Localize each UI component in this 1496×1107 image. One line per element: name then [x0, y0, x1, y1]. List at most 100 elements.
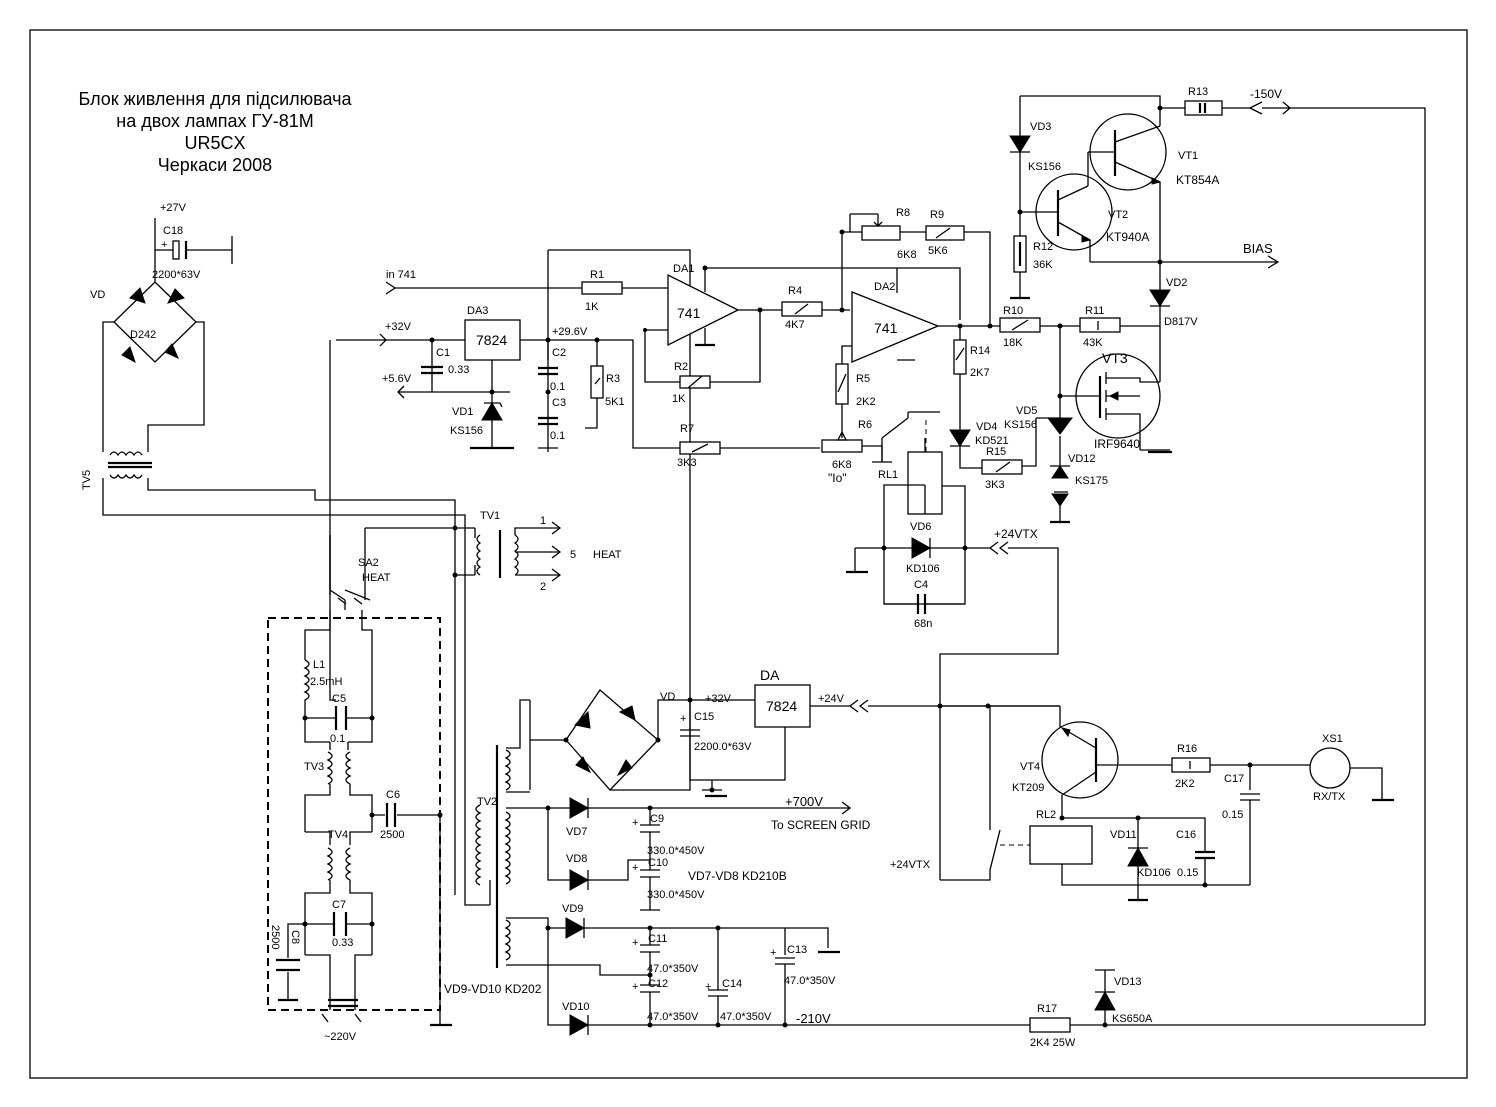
label-vd-top: VD [90, 289, 105, 301]
label-r16: R16 [1177, 743, 1197, 755]
label-reg7824-bottom: 7824 [766, 698, 797, 714]
label-r17-value: 2K4 25W [1030, 1037, 1076, 1049]
da3-regulator-section [329, 249, 820, 701]
label-r13: R13 [1188, 86, 1208, 98]
label-r8: R8 [896, 207, 910, 219]
label-r8-value: 6K8 [897, 249, 917, 261]
label-c3-value: 0.1 [550, 430, 565, 442]
label-r1-value: 1K [585, 301, 599, 313]
label-r4: R4 [788, 285, 802, 297]
label-vd8: VD8 [566, 853, 587, 865]
label-vd1: VD1 [452, 406, 473, 418]
label-c13-value: 47.0*350V [784, 975, 836, 987]
label-c4-value: 68n [914, 618, 932, 630]
label-r2: R2 [674, 361, 688, 373]
label-vd2: VD2 [1166, 277, 1187, 289]
label-vd6-value: KD106 [906, 563, 940, 575]
label-c6-value: 2500 [380, 829, 404, 841]
label-r10-value: 18K [1003, 337, 1023, 349]
minus210-section [1029, 969, 1425, 1033]
label-c11-plus: + [632, 937, 638, 949]
label-l1: L1 [313, 659, 325, 671]
label-c9: C9 [650, 813, 664, 825]
label-da3: DA3 [467, 305, 488, 317]
label-c14: C14 [722, 978, 742, 990]
label-mains: ~220V [324, 1031, 357, 1043]
label-c15: C15 [694, 711, 714, 723]
label-r16-value: 2K2 [1175, 778, 1195, 790]
label-c15-value: 2200.0*63V [694, 741, 752, 753]
label-r15-value: 3K3 [985, 479, 1005, 491]
label-screen-grid: To SCREEN GRID [771, 818, 871, 832]
label-heat-out: HEAT [593, 549, 622, 561]
label-r5: R5 [856, 373, 870, 385]
label-c2: C2 [552, 347, 566, 359]
label-l1-value: 2.5mH [310, 676, 342, 688]
label-bias: BIAS [1243, 241, 1273, 256]
label-out5: 5 [570, 549, 576, 561]
label-r5-value: 2K2 [856, 396, 876, 408]
label-c18-plus: + [161, 239, 167, 251]
label-tv4: TV4 [328, 829, 348, 841]
label-vt3: VT3 [1102, 350, 1128, 366]
label-c5: C5 [332, 693, 346, 705]
label-vd1-value: KS156 [450, 425, 483, 437]
label-c4: C4 [914, 579, 928, 591]
label-vt1-value: KT854A [1176, 173, 1219, 187]
label-vd11-value: KD106 [1137, 867, 1171, 879]
label-r7-value: 3K3 [677, 457, 697, 469]
label-c10-plus: + [632, 862, 638, 874]
label-vd4-value: KD521 [975, 435, 1009, 447]
label-vd4: VD4 [976, 421, 997, 433]
vt4-rl2-section [940, 705, 1394, 901]
label-c16: C16 [1176, 829, 1196, 841]
label-vt2-value: KT940A [1106, 230, 1149, 244]
label-da-bottom: DA [760, 667, 780, 683]
label-plus700v: +700V [785, 794, 823, 809]
label-c14-value: 47.0*350V [720, 1011, 772, 1023]
label-c12-plus: + [632, 981, 638, 993]
label-opamp-1: 741 [677, 305, 701, 321]
label-c17-value: 0.15 [1222, 809, 1243, 821]
label-tv3: TV3 [304, 761, 324, 773]
label-c5-value: 0.1 [330, 733, 345, 745]
label-plus27v: +27V [160, 202, 187, 214]
label-vt4: VT4 [1020, 761, 1040, 773]
label-tv1: TV1 [480, 510, 500, 522]
label-d242: D242 [130, 329, 156, 341]
label-c12-value: 47.0*350V [647, 1011, 699, 1023]
ground-symbols [278, 296, 1394, 1027]
label-opamp-2: 741 [874, 320, 898, 336]
label-r11: R11 [1085, 305, 1104, 317]
rl1-relay-section [846, 411, 1059, 880]
label-c9-plus: + [632, 817, 638, 829]
label-c13-plus: + [770, 947, 776, 959]
label-r17: R17 [1037, 1003, 1057, 1015]
label-c1-value: 0.33 [448, 364, 469, 376]
label-r6-value: 6K8 [832, 459, 852, 471]
label-r2-value: 1K [672, 393, 686, 405]
label-in741: in 741 [386, 269, 416, 281]
label-vd9: VD9 [562, 903, 583, 915]
label-r9-value: 5K6 [928, 245, 948, 257]
label-tv2: TV2 [477, 796, 497, 808]
label-c1: C1 [436, 347, 450, 359]
label-vd5: VD5 [1016, 405, 1037, 417]
label-c17: C17 [1224, 773, 1244, 785]
label-tv5: TV5 [81, 470, 93, 490]
label-c11: C11 [648, 933, 667, 945]
label-c8-value: 2500 [269, 925, 281, 949]
label-r9: R9 [930, 209, 944, 221]
label-minus210v: -210V [796, 1011, 831, 1026]
label-rxtx: RX/TX [1313, 791, 1346, 803]
label-rl2: RL2 [1036, 809, 1056, 821]
label-c13: C13 [787, 944, 807, 956]
label-r1: R1 [590, 269, 604, 281]
label-c9-value: 330.0*450V [647, 845, 705, 857]
label-r12-value: 36K [1033, 259, 1053, 271]
label-r10: R10 [1003, 305, 1023, 317]
label-vt1: VT1 [1178, 150, 1198, 162]
label-vd78: VD7-VD8 KD210B [688, 869, 787, 883]
label-vd910: VD9-VD10 KD202 [444, 982, 542, 996]
